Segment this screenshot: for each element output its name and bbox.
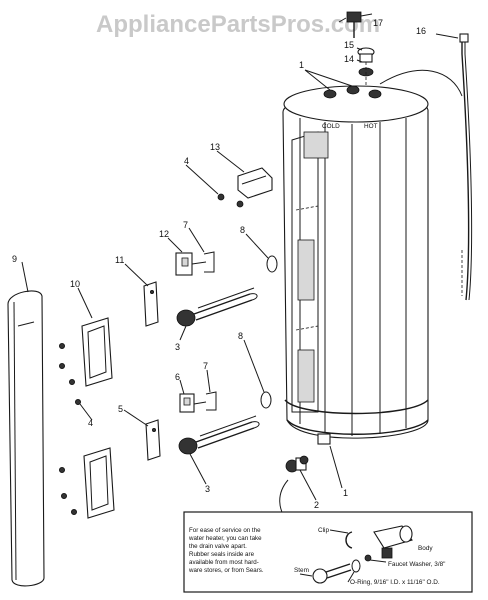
svg-text:HOT: HOT [364,123,378,130]
insulation-pad-lower[interactable] [145,419,161,461]
callout-1-bottom: 1 [343,488,348,498]
inset-label-clip: Clip [318,527,329,534]
callout-9: 9 [12,254,17,264]
inset-faucet-washer [364,554,387,563]
upper-heating-element[interactable] [176,287,258,327]
callout-3-top: 3 [175,342,180,352]
inset-label-stem: Stem [294,567,309,574]
svg-text:COLD: COLD [322,123,340,130]
callout-11: 11 [115,255,124,265]
callout-3-bottom: 3 [205,484,210,494]
insulation-pad-upper[interactable] [143,281,159,327]
drain-valve[interactable] [285,455,309,473]
thermostat-bracket[interactable] [217,167,273,208]
screw-4-lower[interactable] [75,398,82,405]
callout-4-bottom: 4 [88,418,93,428]
relief-drain-pipe[interactable] [379,33,473,301]
callout-17: 17 [373,18,383,28]
inset-label-body: Body [418,545,433,552]
callout-13: 13 [210,142,220,152]
callout-7-top: 7 [183,220,188,230]
inset-body [373,525,413,559]
drain-valve-service-inset: For ease of service on the water heater,… [183,511,473,593]
lower-heating-element[interactable] [178,415,260,455]
callout-1-top: 1 [299,60,304,70]
callout-8-top: 8 [240,225,245,235]
inset-clip [329,529,353,549]
callout-14: 14 [344,54,354,64]
callout-15: 15 [344,40,354,50]
inset-label-oring: O-Ring, 9/16" I.D. x 11/16" O.D. [350,579,440,586]
watermark-text: AppliancePartsPros.com [96,11,380,38]
callout-12: 12 [159,229,169,239]
access-cover-lower[interactable] [59,447,115,519]
callout-6: 6 [175,372,180,382]
callout-7-bottom: 7 [203,361,208,371]
inset-label-faucet-washer: Faucet Washer, 3/8" [388,561,445,568]
front-jacket-panel[interactable] [7,290,45,587]
inset-stem [312,559,361,584]
callout-10: 10 [70,279,80,289]
callout-16: 16 [416,26,426,36]
callout-2: 2 [314,500,319,510]
callout-8-bottom: 8 [238,331,243,341]
callout-numbers: 17 16 15 14 1 13 4 7 8 12 11 9 10 3 7 8 … [12,18,426,510]
callout-5: 5 [118,404,123,414]
leader-lines [21,17,459,501]
upper-thermostat[interactable] [175,251,278,276]
access-cover-upper[interactable] [59,317,113,387]
inset-note: For ease of service on the water heater,… [188,527,264,574]
callout-4-top: 4 [184,156,189,166]
lower-thermostat[interactable] [179,391,272,413]
water-heater-tank[interactable]: COLD HOT [282,85,429,445]
